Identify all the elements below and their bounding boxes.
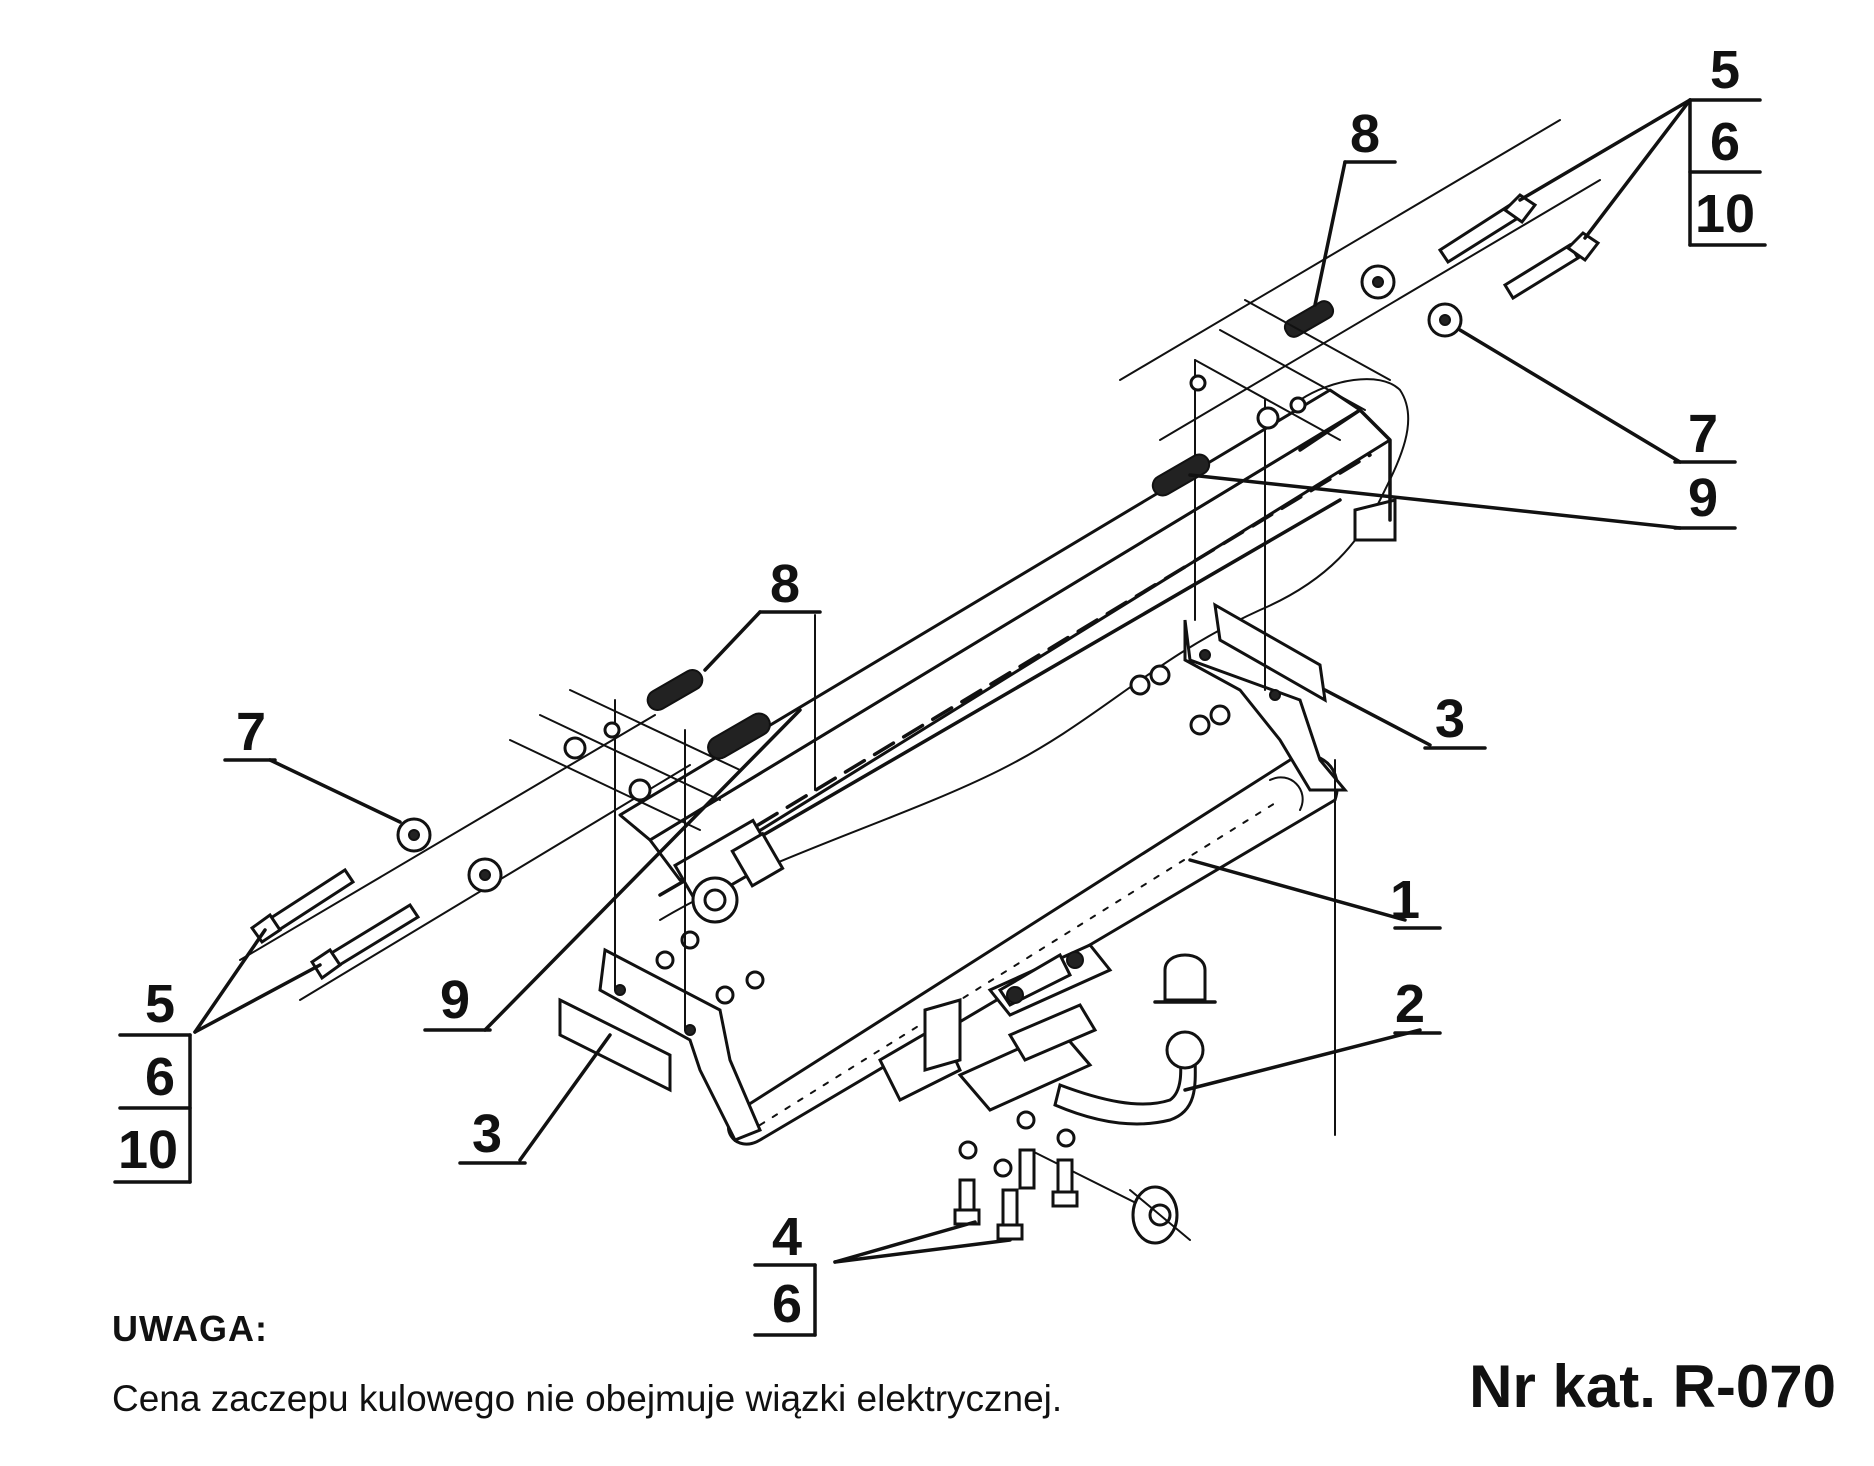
electrical-socket — [1029, 1149, 1191, 1245]
label-5-left: 5 — [145, 974, 175, 1034]
ball-mount-plates — [878, 943, 1113, 1112]
catalog-number: Nr kat. R-070 — [1469, 1353, 1836, 1420]
label-10-left: 10 — [118, 1120, 178, 1180]
label-5-right: 5 — [1710, 40, 1740, 100]
label-3-right: 3 — [1435, 689, 1465, 749]
label-6-left: 6 — [145, 1047, 175, 1107]
leader-lines — [113, 98, 1767, 1337]
right-beam-end — [1298, 408, 1397, 542]
label-9-right: 9 — [1688, 468, 1718, 528]
left-top-fasteners — [239, 669, 771, 1001]
label-4: 4 — [772, 1207, 802, 1267]
left-side-bracket — [558, 947, 762, 1142]
label-8-left: 8 — [770, 554, 800, 614]
ball-neck — [1053, 953, 1217, 1126]
guide-lines — [614, 359, 1336, 1136]
label-6-bottom: 6 — [772, 1274, 802, 1334]
label-1: 1 — [1390, 870, 1420, 930]
right-side-bracket — [1183, 602, 1349, 792]
right-top-fasteners — [1119, 119, 1601, 497]
label-10-right: 10 — [1695, 184, 1755, 244]
label-2: 2 — [1395, 974, 1425, 1034]
label-7-left: 7 — [236, 702, 266, 762]
label-3-left: 3 — [472, 1104, 502, 1164]
label-8-right: 8 — [1350, 104, 1380, 164]
note-text: Cena zaczepu kulowego nie obejmuje wiązk… — [112, 1378, 1063, 1419]
bottom-bolts — [953, 1110, 1079, 1241]
note-title: UWAGA: — [112, 1308, 268, 1349]
label-7-right: 7 — [1688, 404, 1718, 464]
left-beam-end — [672, 818, 785, 924]
label-9-left: 9 — [440, 970, 470, 1030]
label-6-right: 6 — [1710, 112, 1740, 172]
